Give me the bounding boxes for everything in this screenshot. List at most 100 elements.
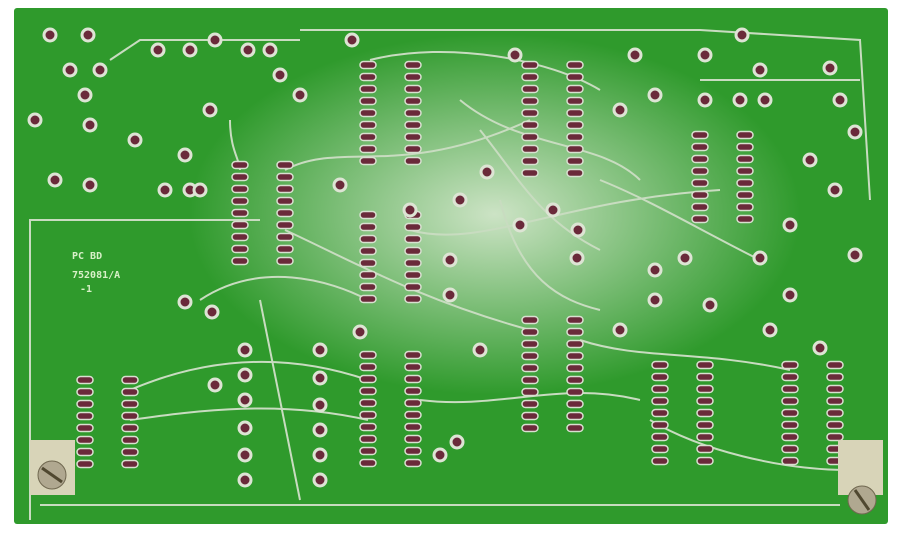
- ic-pin-pad: [566, 327, 584, 337]
- via-pad: [42, 27, 58, 43]
- ic-pin-pad: [521, 132, 539, 142]
- ic-pin-pad: [651, 396, 669, 406]
- via-pad: [545, 202, 561, 218]
- via-pad: [757, 92, 773, 108]
- ic-pin-pad: [404, 282, 422, 292]
- ic-pin-pad: [691, 130, 709, 140]
- via-pad: [77, 87, 93, 103]
- ic-pin-pad: [736, 154, 754, 164]
- ic-pin-pad: [826, 432, 844, 442]
- ic-pin-pad: [521, 411, 539, 421]
- ic-pin-pad: [359, 446, 377, 456]
- via-pad: [432, 447, 448, 463]
- ic-pin-pad: [566, 144, 584, 154]
- ic-pin-pad: [404, 458, 422, 468]
- via-pad: [512, 217, 528, 233]
- via-pad: [157, 182, 173, 198]
- via-pad: [177, 147, 193, 163]
- ic-pin-pad: [76, 459, 94, 469]
- ic-pin-pad: [404, 156, 422, 166]
- ic-pin-pad: [566, 423, 584, 433]
- ic-pin-pad: [651, 444, 669, 454]
- ic-pin-pad: [566, 156, 584, 166]
- ic-pin-pad: [76, 423, 94, 433]
- ic-pin-pad: [521, 327, 539, 337]
- ic-pin-pad: [359, 458, 377, 468]
- via-pad: [782, 287, 798, 303]
- ic-pin-pad: [521, 96, 539, 106]
- via-pad: [192, 182, 208, 198]
- ic-pin-pad: [404, 294, 422, 304]
- ic-pin-pad: [826, 360, 844, 370]
- via-pad: [442, 252, 458, 268]
- via-pad: [702, 297, 718, 313]
- ic-pin-pad: [566, 351, 584, 361]
- ic-pin-pad: [359, 108, 377, 118]
- via-pad: [207, 32, 223, 48]
- via-pad: [237, 420, 253, 436]
- via-pad: [292, 87, 308, 103]
- ic-pin-pad: [359, 422, 377, 432]
- via-pad: [822, 60, 838, 76]
- ic-pin-pad: [404, 96, 422, 106]
- ic-pin-pad: [359, 398, 377, 408]
- via-pad: [237, 447, 253, 463]
- ic-pin-pad: [781, 372, 799, 382]
- ic-pin-pad: [736, 190, 754, 200]
- ic-pin-pad: [404, 144, 422, 154]
- via-pad: [177, 294, 193, 310]
- via-pad: [82, 177, 98, 193]
- copper-trace: [129, 407, 369, 421]
- ic-pin-pad: [231, 208, 249, 218]
- ic-pin-pad: [651, 408, 669, 418]
- ic-pin-pad: [521, 387, 539, 397]
- via-pad: [204, 304, 220, 320]
- ic-pin-pad: [736, 142, 754, 152]
- via-pad: [27, 112, 43, 128]
- copper-trace: [109, 39, 300, 61]
- ic-pin-pad: [696, 420, 714, 430]
- ic-pin-pad: [781, 456, 799, 466]
- ic-pin-pad: [566, 411, 584, 421]
- via-pad: [402, 202, 418, 218]
- via-pad: [207, 377, 223, 393]
- ic-pin-pad: [781, 360, 799, 370]
- via-pad: [827, 182, 843, 198]
- via-pad: [312, 472, 328, 488]
- via-pad: [262, 42, 278, 58]
- ic-pin-pad: [231, 232, 249, 242]
- ic-pin-pad: [76, 375, 94, 385]
- ic-pin-pad: [691, 142, 709, 152]
- copper-trace: [599, 179, 761, 261]
- via-pad: [47, 172, 63, 188]
- ic-pin-pad: [691, 178, 709, 188]
- copper-trace: [300, 29, 871, 201]
- ic-pin-pad: [404, 258, 422, 268]
- ic-pin-pad: [736, 202, 754, 212]
- ic-pin-pad: [651, 420, 669, 430]
- via-pad: [782, 217, 798, 233]
- ic-pin-pad: [566, 387, 584, 397]
- via-pad: [612, 102, 628, 118]
- ic-pin-pad: [76, 447, 94, 457]
- ic-pin-pad: [696, 444, 714, 454]
- ic-pin-pad: [276, 244, 294, 254]
- ic-pin-pad: [691, 202, 709, 212]
- copper-trace: [499, 199, 601, 311]
- ic-pin-pad: [566, 132, 584, 142]
- copper-trace: [459, 99, 641, 181]
- via-pad: [332, 177, 348, 193]
- ic-pin-pad: [521, 156, 539, 166]
- ic-pin-pad: [231, 172, 249, 182]
- via-pad: [647, 292, 663, 308]
- copper-trace: [259, 299, 301, 501]
- ic-pin-pad: [359, 132, 377, 142]
- ic-pin-pad: [566, 315, 584, 325]
- ic-pin-pad: [359, 270, 377, 280]
- via-pad: [240, 42, 256, 58]
- solder-pads: [27, 27, 863, 488]
- ic-pin-pad: [566, 96, 584, 106]
- ic-pin-pad: [566, 399, 584, 409]
- ic-pin-pad: [404, 72, 422, 82]
